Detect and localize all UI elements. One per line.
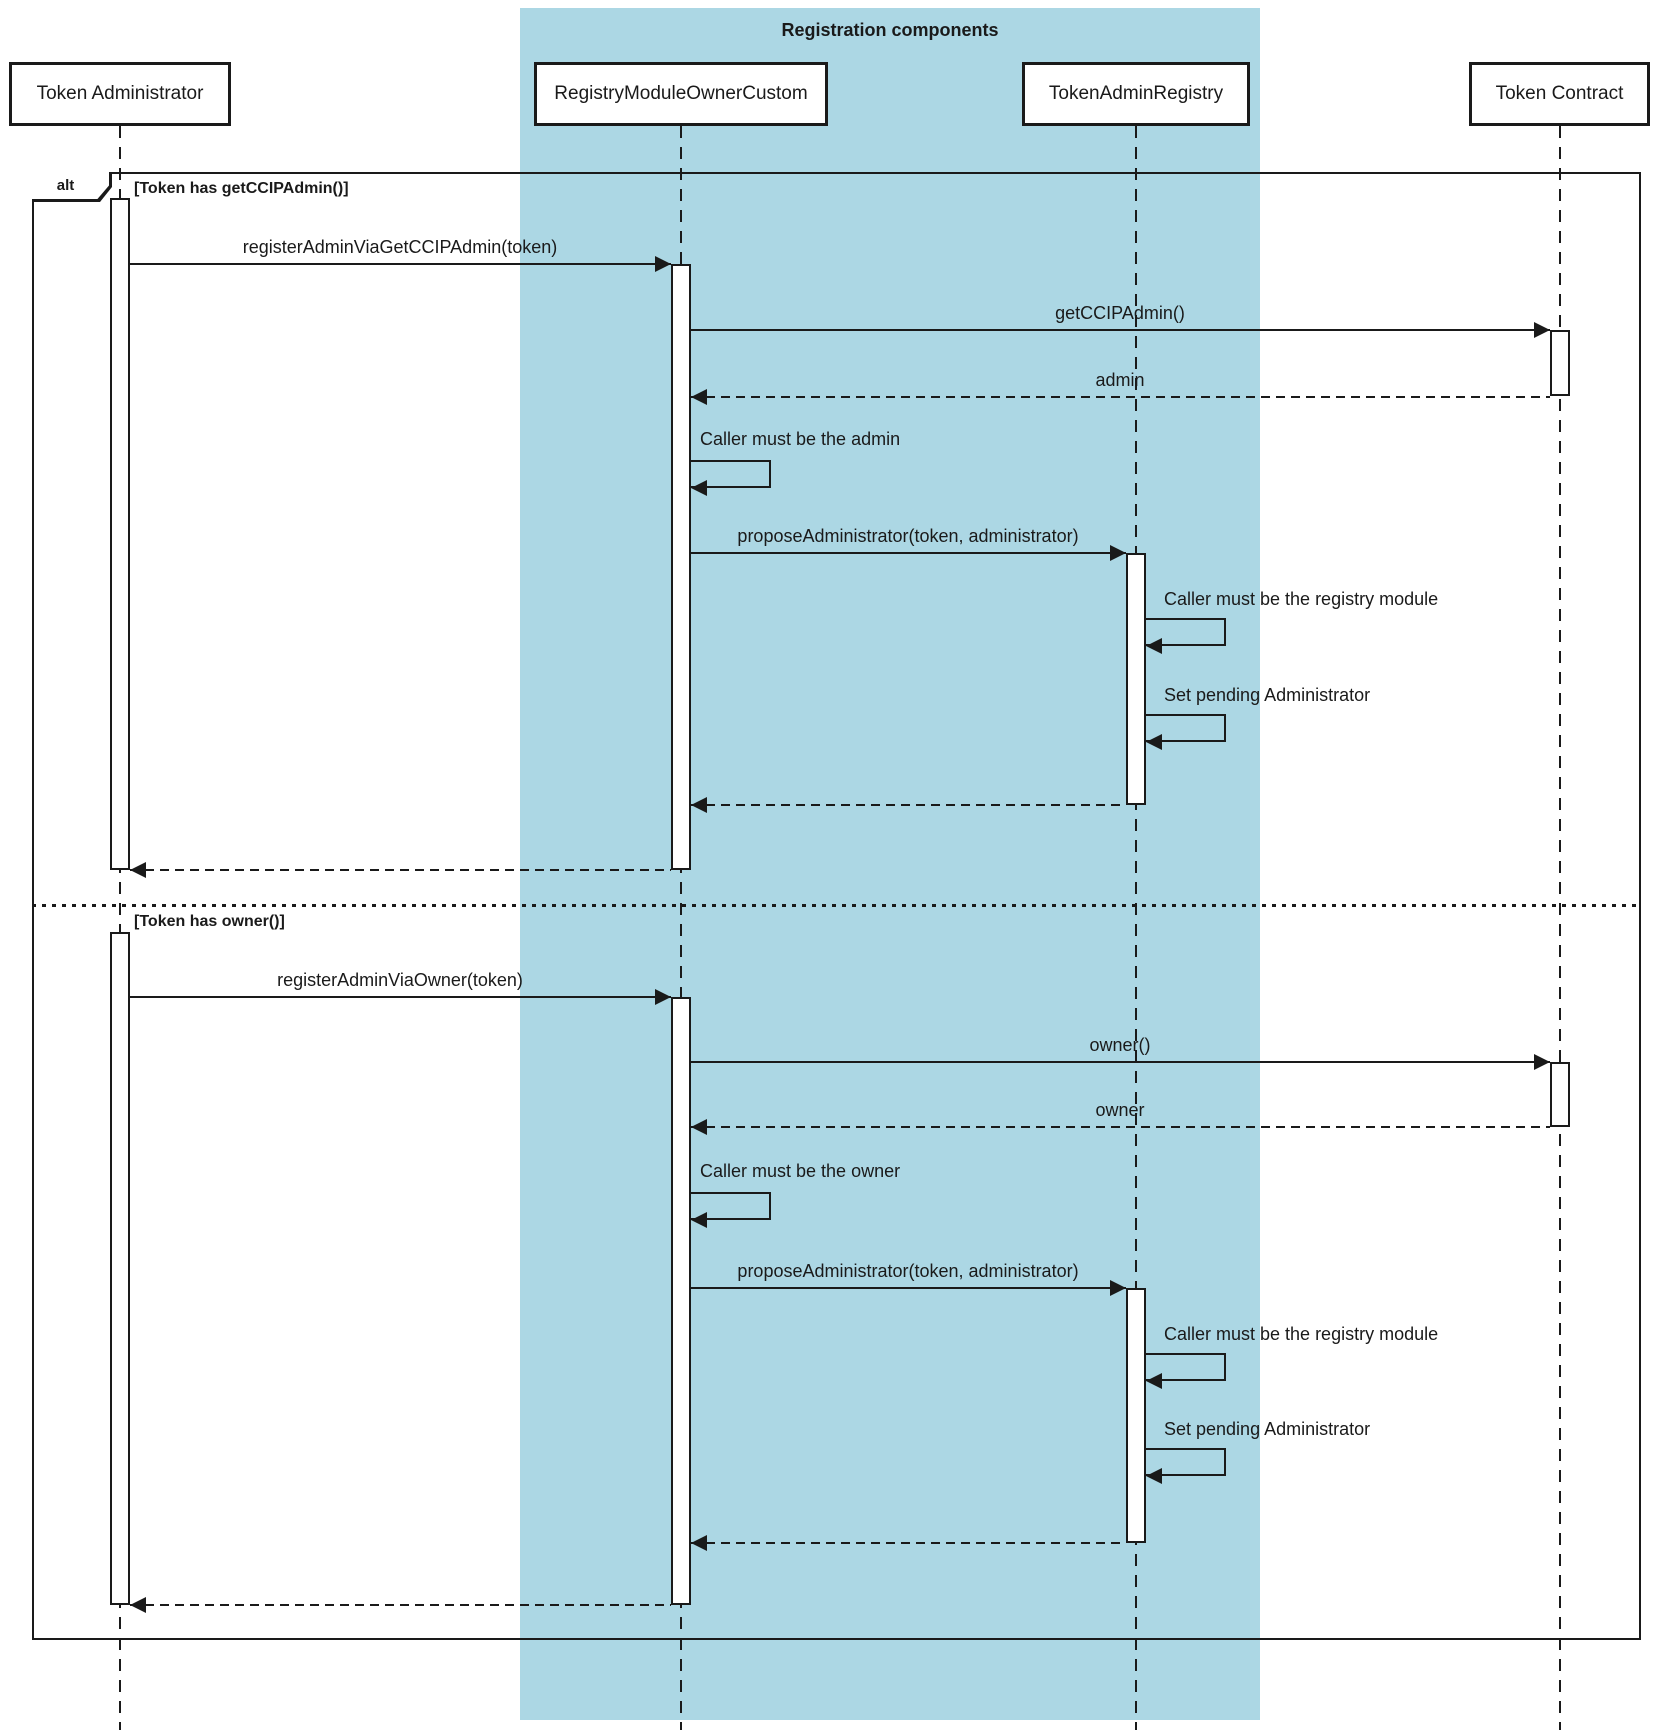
participant-registry-module-owner-custom: RegistryModuleOwnerCustom (534, 62, 828, 126)
message-label: Set pending Administrator (1164, 685, 1371, 705)
alt-operator-pentagon: alt (32, 172, 112, 202)
message-label: owner (1095, 1100, 1145, 1120)
return-arrowhead-icon (130, 862, 146, 878)
self-message-loop (691, 1192, 771, 1220)
activation-token-administrator-2 (110, 932, 130, 1605)
return-arrowhead-icon (130, 1597, 146, 1613)
alt-operator-label: alt (56, 177, 75, 194)
activation-token-contract-2 (1550, 1062, 1570, 1127)
message-label: Caller must be the admin (700, 429, 901, 449)
self-message-loop (1146, 618, 1226, 646)
call-arrowhead-icon (1534, 322, 1550, 338)
participant-label: TokenAdminRegistry (1048, 83, 1224, 104)
participant-label: Token Administrator (36, 83, 204, 104)
call-message-line (130, 263, 671, 265)
activation-registry-module-1 (671, 264, 691, 870)
lifeline-token-administrator (119, 126, 121, 1730)
participant-label: RegistryModuleOwnerCustom (554, 83, 808, 104)
call-arrowhead-icon (1534, 1054, 1550, 1070)
self-message-loop (1146, 714, 1226, 742)
return-message-line (130, 1604, 671, 1606)
participant-token-admin-registry: TokenAdminRegistry (1022, 62, 1250, 126)
activation-registry-module-2 (671, 997, 691, 1605)
message-label: proposeAdministrator(token, administrato… (737, 526, 1079, 546)
message-label: Caller must be the registry module (1164, 1324, 1439, 1344)
message-label: Caller must be the registry module (1164, 589, 1439, 609)
activation-token-admin-registry-1 (1126, 553, 1146, 805)
return-arrowhead-icon (691, 1535, 707, 1551)
self-message-loop (691, 460, 771, 488)
call-arrowhead-icon (1110, 545, 1126, 561)
message-label: Set pending Administrator (1164, 1419, 1371, 1439)
lifeline-token-admin-registry (1135, 126, 1137, 1730)
activation-token-administrator-1 (110, 198, 130, 870)
return-arrowhead-icon (691, 797, 707, 813)
self-arrowhead-icon (691, 480, 707, 496)
return-arrowhead-icon (691, 389, 707, 405)
self-arrowhead-icon (1146, 638, 1162, 654)
branch-divider (32, 904, 1641, 907)
self-arrowhead-icon (691, 1212, 707, 1228)
return-message-line (691, 1542, 1126, 1544)
return-arrowhead-icon (691, 1119, 707, 1135)
self-arrowhead-icon (1146, 1373, 1162, 1389)
return-message-line (691, 1126, 1550, 1128)
guard-branch2: [Token has owner()] (134, 913, 285, 930)
participant-token-contract: Token Contract (1469, 62, 1650, 126)
call-message-line (691, 552, 1126, 554)
activation-token-admin-registry-2 (1126, 1288, 1146, 1543)
message-label: proposeAdministrator(token, administrato… (737, 1261, 1079, 1281)
call-message-line (691, 1287, 1126, 1289)
call-message-line (130, 996, 671, 998)
call-message-line (691, 1061, 1550, 1063)
return-message-line (691, 396, 1550, 398)
self-arrowhead-icon (1146, 1468, 1162, 1484)
call-arrowhead-icon (655, 989, 671, 1005)
self-message-loop (1146, 1448, 1226, 1476)
message-label: registerAdminViaGetCCIPAdmin(token) (242, 237, 558, 257)
call-message-line (691, 329, 1550, 331)
guard-branch1: [Token has getCCIPAdmin()] (134, 180, 349, 197)
message-label: getCCIPAdmin() (1055, 303, 1185, 323)
participant-label: Token Contract (1495, 83, 1624, 104)
activation-token-contract-1 (1550, 330, 1570, 396)
alt-operator-pentagon-inner: alt (32, 172, 109, 199)
message-label: Caller must be the owner (700, 1161, 901, 1181)
participant-token-administrator: Token Administrator (9, 62, 231, 126)
return-message-line (691, 804, 1126, 806)
lifeline-registry-module-owner-custom (680, 126, 682, 1730)
self-message-loop (1146, 1353, 1226, 1381)
region-title: Registration components (781, 20, 999, 40)
call-arrowhead-icon (1110, 1280, 1126, 1296)
lifeline-token-contract (1559, 126, 1561, 1730)
message-label: admin (1095, 370, 1145, 390)
message-label: registerAdminViaOwner(token) (277, 970, 523, 990)
self-arrowhead-icon (1146, 734, 1162, 750)
message-label: owner() (1089, 1035, 1151, 1055)
return-message-line (130, 869, 671, 871)
call-arrowhead-icon (655, 256, 671, 272)
